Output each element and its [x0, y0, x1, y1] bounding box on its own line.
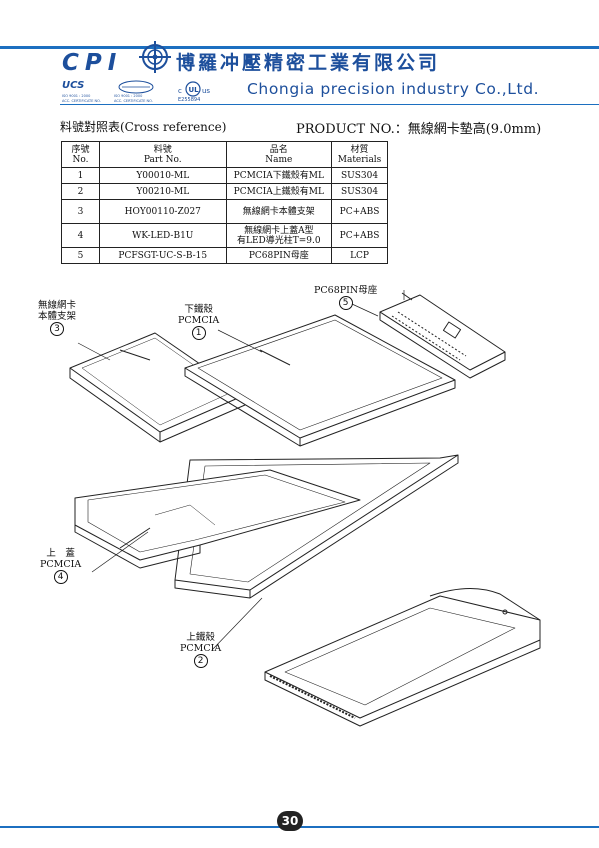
- callout-bracket: 無線網卡本體支架 3: [38, 300, 77, 336]
- svg-text:us: us: [202, 87, 210, 95]
- seal-cert-text: ISO 9001 : 2000: [114, 94, 143, 98]
- ucs-cert-text: ISO 9001 : 2000: [62, 94, 91, 98]
- cell-part: Y00010-ML: [98, 167, 227, 184]
- table-row: 3 HOY00110-Z027 無線網卡本體支架 PC+ABS: [61, 199, 388, 224]
- callout-leader-lines: [77, 290, 405, 651]
- cell-part: PCFSGT-UC-S-B-15: [98, 247, 227, 264]
- cell-no: 4: [61, 223, 100, 248]
- cell-no: 1: [61, 167, 100, 184]
- seal-cert-subtext: ACC. CERTIFICATE NO.: [114, 99, 153, 103]
- company-name-english: Chongia precision industry Co.,Ltd.: [247, 80, 540, 98]
- table-row: 4 WK-LED-B1U 無線網卡上蓋A型有LED導光柱T=9.0 PC+ABS: [61, 223, 388, 248]
- header-sub-rule: [60, 104, 599, 105]
- callout-number: 4: [53, 570, 68, 584]
- cell-no: 5: [61, 247, 100, 264]
- company-logo: CPI: [62, 50, 123, 76]
- svg-text:c: c: [178, 87, 182, 95]
- cell-name: 無線網卡上蓋A型有LED導光柱T=9.0: [225, 223, 333, 248]
- cell-material: PC+ABS: [331, 223, 388, 248]
- cell-name: PCMCIA上鐵殼有ML: [225, 183, 333, 200]
- callout-number: 3: [50, 322, 64, 336]
- crosshair-logo-icon: [139, 41, 171, 73]
- cell-part: HOY00110-Z027: [98, 199, 227, 224]
- table-row: 5 PCFSGT-UC-S-B-15 PC68PIN母座 LCP: [61, 247, 388, 264]
- ul-file-number: E255894: [178, 97, 201, 103]
- callout-connector: PC68PIN母座 5: [314, 285, 378, 310]
- cell-part: Y00210-ML: [98, 183, 227, 200]
- certification-seal-icon: [118, 80, 154, 94]
- cell-material: PC+ABS: [331, 199, 388, 224]
- cell-material: SUS304: [331, 183, 388, 200]
- ucs-cert-subtext: ACC. CERTIFICATE NO.: [62, 99, 101, 103]
- table-row: 1 Y00010-ML PCMCIA下鐵殼有ML SUS304: [61, 167, 388, 184]
- cell-material: LCP: [331, 247, 388, 264]
- part-2-card-drawing: [264, 587, 541, 727]
- cell-name: 無線網卡本體支架: [225, 199, 333, 224]
- callout-number: 2: [193, 654, 208, 668]
- cell-name: PC68PIN母座: [225, 247, 333, 264]
- header-top-rule: [0, 46, 599, 49]
- part-5-connector-drawing: [379, 292, 506, 379]
- cell-no: 2: [61, 183, 100, 200]
- assembly-linework: [69, 290, 541, 727]
- svg-text:UL: UL: [189, 86, 200, 94]
- callout-number: 1: [191, 326, 206, 340]
- cell-no: 3: [61, 199, 100, 224]
- callout-number: 5: [338, 296, 353, 310]
- ul-listing-icon: c UL us: [178, 81, 210, 97]
- cell-material: SUS304: [331, 167, 388, 184]
- cross-reference-caption: 料號對照表(Cross reference): [60, 120, 227, 134]
- table-row: 2 Y00210-ML PCMCIA上鐵殼有ML SUS304: [61, 183, 388, 200]
- cell-part: WK-LED-B1U: [98, 223, 227, 248]
- cell-name: PCMCIA下鐵殼有ML: [225, 167, 333, 184]
- ucs-cert-logo: UCS: [62, 80, 85, 91]
- product-number-caption: PRODUCT NO.：無線網卡墊高(9.0mm): [296, 122, 542, 137]
- page-number: 30: [277, 811, 303, 831]
- company-name-chinese: 博羅冲壓精密工業有限公司: [176, 52, 441, 74]
- part-4-cover-drawing: [74, 469, 361, 569]
- part-1-lower-shell-drawing: [184, 314, 456, 447]
